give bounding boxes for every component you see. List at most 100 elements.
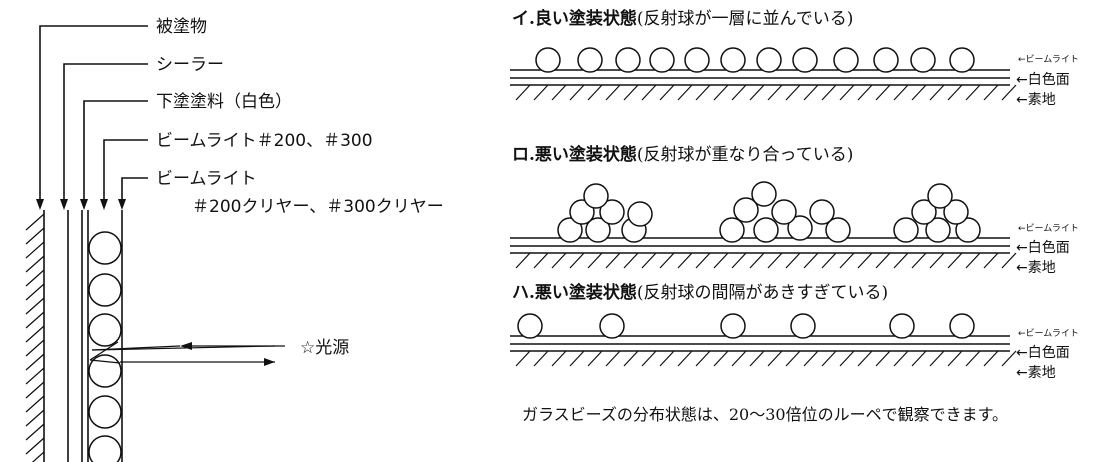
hatch-stroke	[731, 84, 747, 101]
hatch-stroke	[767, 84, 783, 101]
hatch-stroke	[857, 252, 873, 269]
hatch-stroke	[947, 84, 963, 101]
hatch-stroke	[821, 252, 837, 269]
side-label-base: ←素地	[1016, 92, 1056, 108]
hatch-stroke	[587, 84, 603, 101]
hatch-stroke	[803, 84, 819, 101]
hatch-stroke	[641, 350, 657, 367]
label-undercoat: 下塗塗料（白色）	[156, 91, 292, 112]
glass-bead	[873, 47, 899, 73]
hatch-stroke	[515, 252, 531, 269]
glass-bead	[889, 313, 915, 339]
hatch-stroke	[533, 252, 549, 269]
side-label-beam: ←ビームライト	[1018, 328, 1079, 339]
hatch-stroke	[515, 84, 531, 101]
hatch-stroke	[911, 84, 927, 101]
hatch-stroke	[695, 350, 711, 367]
hatch-stroke	[875, 84, 891, 101]
hatch-stroke	[749, 252, 765, 269]
label-beamlite-200-300: ビームライト＃200、＃300	[156, 131, 373, 151]
hatch-stroke	[893, 252, 909, 269]
glass-bead	[557, 217, 583, 243]
glass-bead	[88, 395, 122, 429]
glass-bead	[88, 313, 122, 347]
glass-bead	[809, 199, 835, 225]
panel-title-bad-spacing: ハ.悪い塗装状態(反射球の間隔があきすぎている)	[512, 282, 888, 303]
hatch-stroke	[25, 227, 45, 245]
ray-in-bead	[89, 341, 119, 361]
hatch-stroke	[25, 409, 45, 427]
hatch-stroke	[821, 350, 837, 367]
glass-bead	[88, 435, 122, 462]
hatch-stroke	[677, 350, 693, 367]
label-sealer: シーラー	[156, 55, 224, 75]
right-panels: イ.良い塗装状態(反射球が一層に並んでいる) ロ.悪い塗装状態(反射球が重なり合…	[510, 8, 1079, 424]
hatch-stroke	[1001, 84, 1017, 101]
hatch-stroke	[749, 84, 765, 101]
hatch-stroke	[713, 84, 729, 101]
hatch-stroke	[695, 252, 711, 269]
hatch-stroke	[623, 252, 639, 269]
glass-bead	[753, 217, 779, 243]
glass-bead	[599, 199, 625, 225]
hatch-stroke	[551, 84, 567, 101]
glass-bead	[927, 183, 953, 209]
bead-column	[88, 231, 122, 462]
hatch-stroke	[605, 84, 621, 101]
hatch-stroke	[25, 311, 45, 329]
glass-bead	[790, 313, 816, 339]
hatch-stroke	[803, 350, 819, 367]
hatch-stroke	[839, 252, 855, 269]
hatch-stroke	[25, 213, 45, 231]
hatch-stroke	[803, 252, 819, 269]
ray-in-bead	[89, 359, 121, 364]
footer-note: ガラスビーズの分布状態は、20～30倍位のルーペで観察できます。	[522, 405, 1008, 424]
glass-bead	[577, 47, 603, 73]
hatch-stroke	[25, 437, 45, 455]
hatch-stroke	[587, 350, 603, 367]
hatch-stroke	[25, 241, 45, 259]
glass-bead	[955, 217, 981, 243]
left-cross-section: 被塗物 シーラー 下塗塗料（白色） ビームライト＃200、＃300 ビームライト…	[25, 16, 444, 462]
glass-bead	[949, 313, 975, 339]
glass-bead	[720, 313, 746, 339]
side-label-base: ←素地	[1016, 260, 1056, 276]
light-rays	[91, 342, 285, 366]
hatch-stroke	[731, 350, 747, 367]
side-label-white: ←白色面	[1016, 344, 1070, 361]
hatch-stroke	[911, 252, 927, 269]
hatch-stroke	[713, 350, 729, 367]
hatch-stroke	[929, 350, 945, 367]
hatch-stroke	[25, 283, 45, 301]
side-label-base: ←素地	[1016, 365, 1056, 381]
hatch-stroke	[31, 451, 45, 462]
hatch-stroke	[965, 252, 981, 269]
hatch-stroke	[767, 252, 783, 269]
hatch-stroke	[569, 84, 585, 101]
hatch-stroke	[893, 350, 909, 367]
hatch-stroke	[1001, 350, 1017, 367]
hatch-stroke	[749, 350, 765, 367]
glass-bead	[649, 47, 675, 73]
glass-bead	[825, 217, 851, 243]
hatch-stroke	[785, 84, 801, 101]
glass-bead	[911, 199, 937, 225]
side-label-white: ←白色面	[1016, 71, 1070, 88]
glass-bead	[535, 47, 561, 73]
hatch-stroke	[857, 350, 873, 367]
hatch-stroke	[515, 350, 531, 367]
hatch-stroke	[929, 84, 945, 101]
hatch-stroke	[839, 84, 855, 101]
hatch-stroke	[965, 84, 981, 101]
hatch-stroke	[785, 350, 801, 367]
hatch-stroke	[605, 252, 621, 269]
hatch-stroke	[25, 367, 45, 385]
panel-good-coating	[510, 47, 1017, 101]
hatch-stroke	[731, 252, 747, 269]
side-label-beam: ←ビームライト	[1018, 54, 1079, 65]
hatch-stroke	[857, 84, 873, 101]
hatch-stroke	[551, 350, 567, 367]
hatch-stroke	[623, 84, 639, 101]
side-label-white: ←白色面	[1016, 239, 1070, 256]
hatch-stroke	[947, 252, 963, 269]
